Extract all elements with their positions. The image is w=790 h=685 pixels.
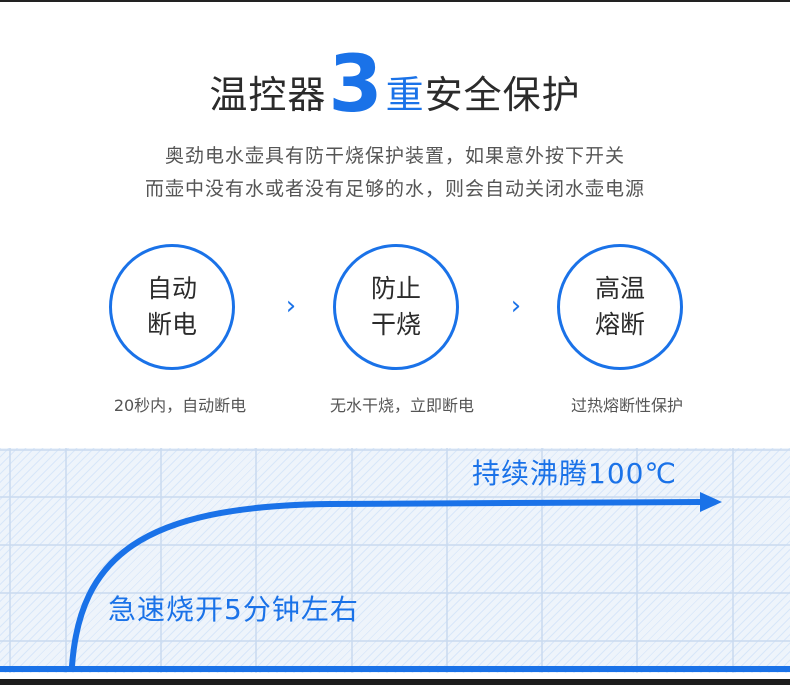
title-part2: 重 [385,73,425,117]
feature-circle-auto-cutoff: 自动 断电 [109,244,235,370]
graph-label-boil: 持续沸腾100℃ [472,457,677,490]
feature-line2: 断电 [146,310,197,339]
graph-baseline [0,666,790,672]
chevron-right-icon: › [510,291,522,321]
feature-line1: 防止 [370,274,421,303]
bottom-rule [0,679,790,685]
heating-curve [69,499,703,669]
page-title: 温控器 3 重 安全保护 [0,42,790,124]
title-part3: 安全保护 [424,73,581,117]
heating-graph [0,448,790,673]
chevron-right-icon: › [285,291,297,321]
feature-caption: 过热熔断性保护 [570,396,683,415]
graph-label-fast: 急速烧开5分钟左右 [108,593,359,626]
description-line2: 而壶中没有水或者没有足够的水，则会自动关闭水壶电源 [144,178,645,200]
feature-line2: 熔断 [594,310,645,339]
title-part1: 温控器 [209,73,327,117]
feature-line1: 高温 [594,274,645,303]
arrow-head-icon [700,492,722,512]
feature-caption: 无水干烧，立即断电 [329,396,474,415]
top-rule [0,0,790,2]
title-number: 3 [328,40,384,130]
feature-circle-dry-boil: 防止 干烧 [333,244,459,370]
feature-circle-fuse: 高温 熔断 [557,244,683,370]
feature-line2: 干烧 [370,310,421,339]
heating-curve-graphic [0,448,790,673]
description-line1: 奥劲电水壶具有防干烧保护装置，如果意外按下开关 [164,145,625,167]
feature-caption: 20秒内，自动断电 [113,396,247,415]
feature-line1: 自动 [146,274,197,303]
graph-grid [0,448,790,673]
description: 奥劲电水壶具有防干烧保护装置，如果意外按下开关 而壶中没有水或者没有足够的水，则… [0,140,790,206]
